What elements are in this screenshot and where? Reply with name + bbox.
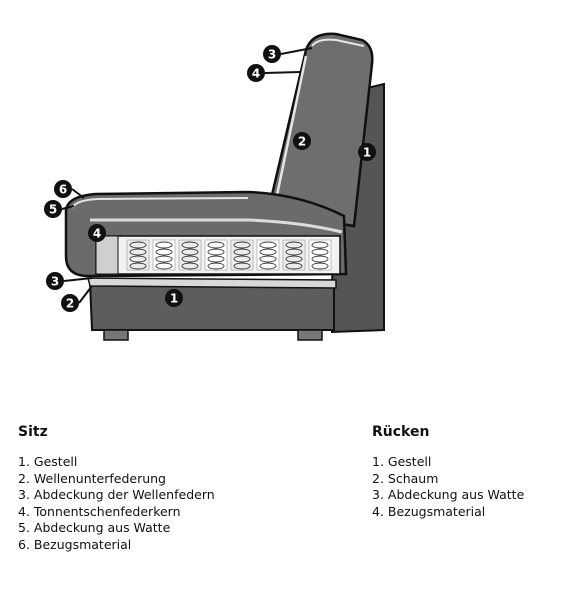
backrest-upholstery-line (274, 55, 308, 201)
spring-coil (311, 248, 329, 256)
svg-text:6: 6 (59, 183, 67, 197)
marker-back-wadding: 3 (263, 45, 281, 63)
back-legend-title: Rücken (372, 424, 430, 440)
marker-back-foam: 2 (293, 132, 311, 150)
svg-text:3: 3 (268, 48, 276, 62)
marker-back-frame: 1 (358, 143, 376, 161)
spring-coil (181, 241, 199, 249)
svg-text:4: 4 (93, 227, 101, 241)
spring-coil (285, 262, 303, 270)
marker-seat-upholstery: 6 (54, 180, 72, 198)
spring-coil (207, 262, 225, 270)
spring-core-border (95, 235, 119, 275)
spring-coil (285, 255, 303, 263)
sofa-cross-section-diagram: 1 1 2 2 3 3 4 4 5 6 (44, 32, 385, 341)
marker-seat-frame: 1 (165, 289, 183, 307)
marker-seat-wadding: 5 (44, 200, 62, 218)
seat-frame-body (88, 281, 335, 331)
list-item: 5. Abdeckung aus Watte (18, 520, 171, 535)
spring-coil (207, 241, 225, 249)
marker-seat-wave-springs: 2 (61, 294, 79, 312)
list-item: 1. Gestell (372, 454, 432, 469)
svg-text:1: 1 (363, 146, 371, 160)
list-item: 6. Bezugsmaterial (18, 536, 132, 552)
marker-back-upholstery: 4 (247, 64, 265, 82)
spring-coil (155, 241, 173, 249)
spring-coil (233, 262, 251, 270)
leader-lines (61, 47, 313, 304)
spring-coil (285, 241, 303, 249)
spring-coil (129, 248, 147, 256)
marker-seat-spring-cover: 3 (46, 272, 64, 290)
list-item: 3. Abdeckung der Wellenfedern (18, 487, 215, 502)
back-legend-list: 1. Gestell 2. Schaum 3. Abdeckung aus Wa… (372, 454, 524, 520)
list-item: 3. Abdeckung aus Watte (372, 487, 525, 502)
front-foot (103, 329, 129, 341)
rear-foot (297, 329, 323, 341)
marker-seat-pocket-springs: 4 (88, 224, 106, 242)
spring-coil (311, 262, 329, 270)
spring-coil (129, 262, 147, 270)
spring-coil (181, 248, 199, 256)
list-item: 2. Schaum (372, 470, 439, 486)
svg-text:2: 2 (66, 297, 74, 311)
spring-coil (311, 255, 329, 263)
list-item: 1. Gestell (18, 454, 78, 469)
list-item: 2. Wellenunterfederung (18, 470, 166, 486)
spring-coil (233, 255, 251, 263)
spring-coil (155, 248, 173, 256)
svg-text:5: 5 (49, 203, 57, 217)
spring-coil (129, 255, 147, 263)
spring-coil (155, 255, 173, 263)
list-item: 4. Tonnentschenfederkern (18, 503, 181, 519)
spring-coil (155, 262, 173, 270)
spring-coil (285, 248, 303, 256)
spring-coil (259, 241, 277, 249)
svg-text:2: 2 (298, 135, 306, 149)
spring-coil (259, 255, 277, 263)
pocket-springs (126, 239, 332, 271)
spring-coil (259, 262, 277, 270)
spring-coil (207, 248, 225, 256)
svg-text:1: 1 (170, 292, 178, 306)
seat-wave-spring-layer (87, 277, 337, 289)
seat-legend: Sitz 1. Gestell 2. Wellenunterfederung 3… (18, 424, 215, 553)
backrest-wadding-line (311, 38, 365, 47)
spring-coil (311, 241, 329, 249)
seat-top-cover (90, 218, 343, 234)
spring-coil (233, 248, 251, 256)
seat-legend-title: Sitz (18, 424, 48, 440)
spring-coil (207, 255, 225, 263)
spring-coil (181, 262, 199, 270)
svg-text:4: 4 (252, 67, 260, 81)
seat-legend-list: 1. Gestell 2. Wellenunterfederung 3. Abd… (18, 454, 215, 553)
spring-coil (181, 255, 199, 263)
backrest-cushion (266, 32, 374, 228)
spring-coil (233, 241, 251, 249)
svg-text:3: 3 (51, 275, 59, 289)
back-legend: Rücken 1. Gestell 2. Schaum 3. Abdeckung… (372, 424, 524, 520)
spring-coil (259, 248, 277, 256)
spring-coil (129, 241, 147, 249)
list-item: 4. Bezugsmaterial (372, 503, 486, 519)
